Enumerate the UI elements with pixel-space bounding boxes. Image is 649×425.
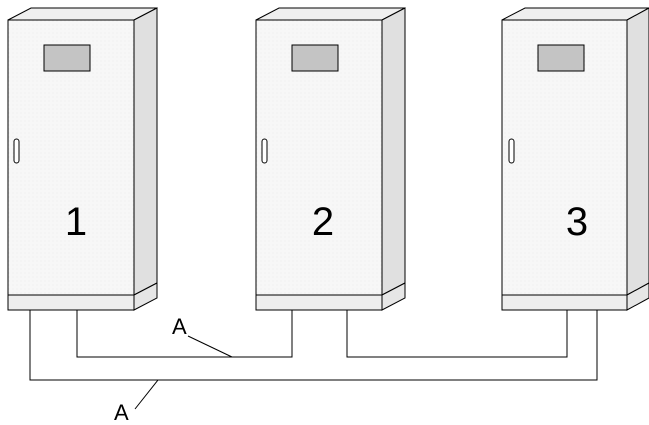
- cabinet-plinth: [7, 294, 135, 311]
- cabinet-top: [501, 7, 649, 21]
- cabinet-1: 1: [7, 7, 158, 311]
- door-handle: [508, 138, 515, 164]
- cabinet-2: 2: [255, 7, 406, 311]
- cabinet-3: 3: [501, 7, 649, 311]
- cable-label: A: [172, 314, 187, 339]
- cabinet-top: [255, 7, 406, 21]
- label-leader: [134, 379, 159, 410]
- display-window: [291, 44, 339, 72]
- display-window: [537, 44, 585, 72]
- cabinet-number: 2: [312, 200, 334, 244]
- cabinet-plinth: [501, 294, 628, 311]
- display-window: [43, 44, 91, 72]
- cabinet-side: [381, 7, 406, 296]
- cabinet-top: [7, 7, 158, 21]
- cabinet-side: [626, 7, 649, 296]
- cable-1-2: [76, 310, 293, 358]
- cabinet-plinth: [255, 294, 383, 311]
- cabinet-number: 3: [566, 200, 588, 244]
- door-handle: [13, 138, 20, 164]
- cabinet-number: 1: [65, 200, 87, 244]
- cabinet-side: [133, 7, 158, 296]
- label-leader: [187, 335, 233, 358]
- cable-outer: [29, 310, 598, 381]
- door-handle: [261, 138, 268, 164]
- cable-2-3: [346, 310, 568, 358]
- cable-label: A: [114, 400, 129, 425]
